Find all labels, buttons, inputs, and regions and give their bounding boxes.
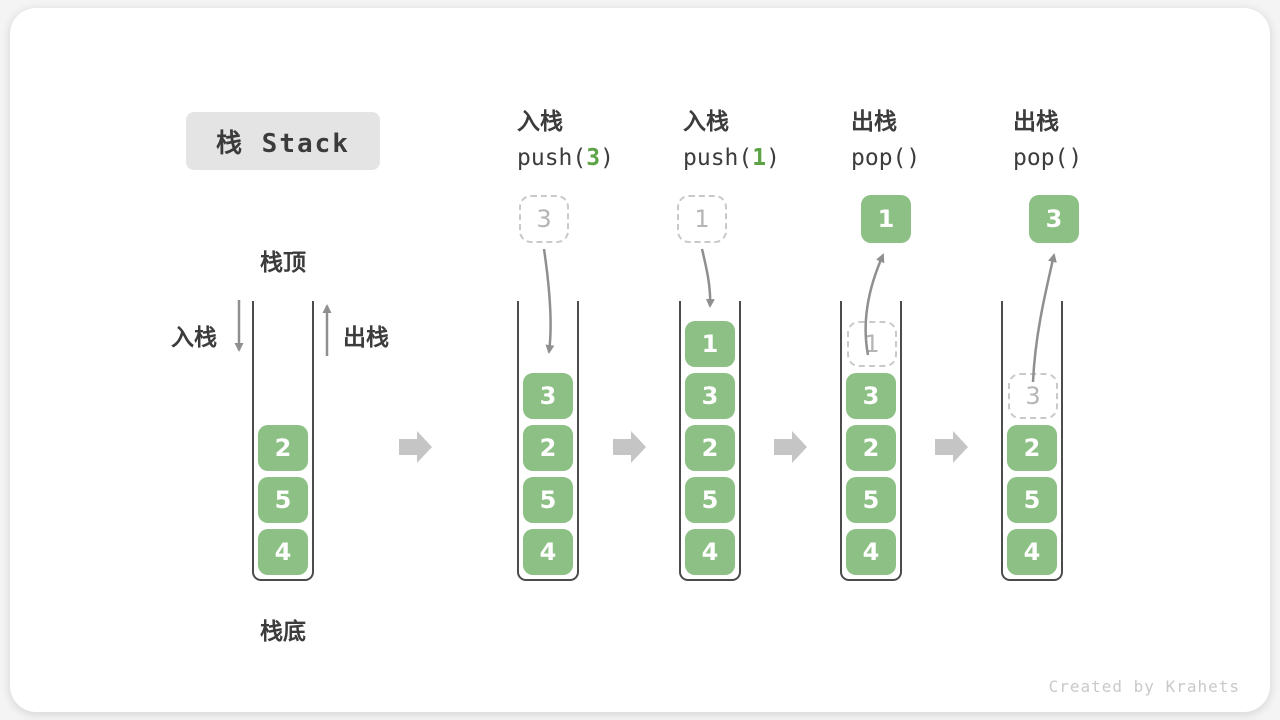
cell-value: 5 xyxy=(539,486,557,514)
cell-value: 5 xyxy=(1023,486,1041,514)
op-header-push-1: 入栈 push(1) xyxy=(683,104,780,176)
stack-cell: 3 xyxy=(685,373,735,419)
cell-value: 2 xyxy=(1023,434,1041,462)
cell-value: 4 xyxy=(274,538,292,566)
cell-value: 4 xyxy=(701,538,719,566)
op-code: push(1) xyxy=(683,140,780,176)
floating-cell-popped-3: 3 xyxy=(1029,195,1079,243)
stack-cell: 5 xyxy=(1007,477,1057,523)
stack-cell-ghost: 1 xyxy=(847,321,897,367)
stack-cell: 5 xyxy=(685,477,735,523)
cell-value: 4 xyxy=(539,538,557,566)
op-code: pop() xyxy=(1013,140,1082,176)
cell-value: 1 xyxy=(694,205,710,233)
push-side-label: 入栈 xyxy=(171,325,217,351)
stack-cell: 2 xyxy=(1007,425,1057,471)
op-code: push(3) xyxy=(517,140,614,176)
cell-value: 1 xyxy=(877,205,895,233)
cell-value: 5 xyxy=(862,486,880,514)
op-code-arg: 1 xyxy=(752,145,767,171)
stack-cell-ghost: 3 xyxy=(1008,373,1058,419)
cell-value: 5 xyxy=(274,486,292,514)
stack-cell: 2 xyxy=(685,425,735,471)
cell-value: 2 xyxy=(539,434,557,462)
stack-container-1 xyxy=(252,301,314,581)
cell-value: 3 xyxy=(536,205,552,233)
op-name: 出栈 xyxy=(851,109,897,135)
op-header-pop-3: 出栈 pop() xyxy=(1013,104,1082,176)
op-name: 入栈 xyxy=(517,109,563,135)
cell-value: 3 xyxy=(539,382,557,410)
cell-value: 3 xyxy=(1025,382,1041,410)
op-name: 出栈 xyxy=(1013,109,1059,135)
floating-cell-dashed-1: 1 xyxy=(677,195,727,243)
stack-container-2 xyxy=(517,301,579,581)
cell-value: 3 xyxy=(701,382,719,410)
cell-value: 1 xyxy=(864,330,880,358)
op-header-pop-1: 出栈 pop() xyxy=(851,104,920,176)
op-code-suffix: ) xyxy=(766,145,780,171)
op-code-prefix: push( xyxy=(517,145,587,171)
stack-cell: 4 xyxy=(1007,529,1057,575)
stack-cell: 4 xyxy=(846,529,896,575)
op-code-prefix: pop( xyxy=(851,145,907,171)
op-code: pop() xyxy=(851,140,920,176)
op-code-prefix: push( xyxy=(683,145,753,171)
cell-value: 3 xyxy=(862,382,880,410)
stack-cell: 3 xyxy=(523,373,573,419)
stack-container-3 xyxy=(679,301,741,581)
cell-value: 2 xyxy=(701,434,719,462)
watermark: Created by Krahets xyxy=(1048,677,1240,696)
stack-cell: 2 xyxy=(258,425,308,471)
stack-bottom-label: 栈底 xyxy=(260,619,306,645)
floating-cell-dashed-3: 3 xyxy=(519,195,569,243)
stack-cell: 3 xyxy=(846,373,896,419)
stack-container-5 xyxy=(1001,301,1063,581)
op-code-prefix: pop( xyxy=(1013,145,1069,171)
op-code-arg: 3 xyxy=(586,145,601,171)
diagram-title-text: 栈 Stack xyxy=(216,128,350,159)
stack-cell: 2 xyxy=(523,425,573,471)
stack-cell: 4 xyxy=(523,529,573,575)
op-header-push-3: 入栈 push(3) xyxy=(517,104,614,176)
stack-cell: 1 xyxy=(685,321,735,367)
op-code-suffix: ) xyxy=(600,145,614,171)
cell-value: 2 xyxy=(274,434,292,462)
pop-side-label: 出栈 xyxy=(343,325,389,351)
cell-value: 1 xyxy=(701,330,719,358)
op-code-suffix: ) xyxy=(1068,145,1083,171)
floating-cell-popped-1: 1 xyxy=(861,195,911,243)
cell-value: 4 xyxy=(862,538,880,566)
stack-cell: 4 xyxy=(258,529,308,575)
op-name: 入栈 xyxy=(683,109,729,135)
cell-value: 3 xyxy=(1045,205,1063,233)
stack-cell: 5 xyxy=(846,477,896,523)
op-code-suffix: ) xyxy=(906,145,921,171)
stack-top-label: 栈顶 xyxy=(260,250,306,276)
stack-cell: 5 xyxy=(523,477,573,523)
cell-value: 4 xyxy=(1023,538,1041,566)
cell-value: 5 xyxy=(701,486,719,514)
diagram-title: 栈 Stack xyxy=(186,112,380,170)
stack-cell: 5 xyxy=(258,477,308,523)
cell-value: 2 xyxy=(862,434,880,462)
stack-container-4 xyxy=(840,301,902,581)
stack-cell: 2 xyxy=(846,425,896,471)
stack-cell: 4 xyxy=(685,529,735,575)
